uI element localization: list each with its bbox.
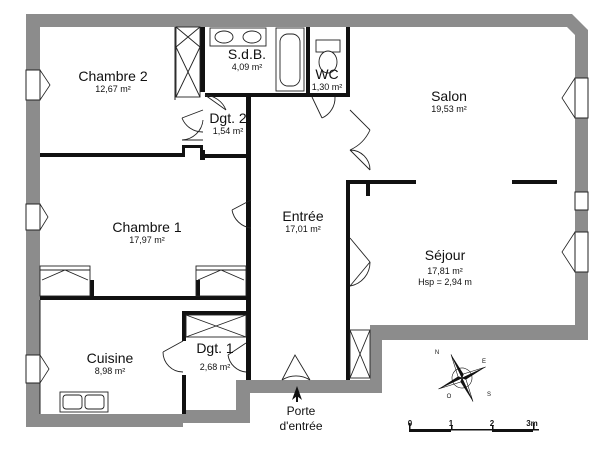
wall-sdb-bottom	[205, 93, 350, 97]
room-area: 1,54 m²	[212, 126, 244, 136]
compass-rose	[438, 354, 486, 402]
window-chambre2	[25, 69, 41, 101]
scale-tick-2: 2	[489, 419, 495, 428]
closet-dgt1	[185, 314, 247, 338]
thin-partitions	[39, 27, 176, 414]
room-entree: Entrée 17,01 m²	[282, 208, 323, 235]
compass-s-label: S	[486, 392, 492, 398]
room-dgt1: Dgt. 1 2,68 m²	[196, 340, 233, 373]
wall-salon-left	[346, 27, 350, 97]
window-sejour	[574, 231, 589, 273]
closets	[39, 26, 371, 379]
kitchen-sink-2	[84, 394, 105, 410]
room-sejour: Séjour 17,81 m² Hsp = 2,94 m	[418, 247, 472, 288]
room-name: Dgt. 2	[209, 110, 247, 126]
door-entree	[281, 354, 311, 381]
room-chambre2: Chambre 2 12,67 m²	[78, 68, 147, 95]
room-area: 17,01 m²	[285, 224, 321, 234]
toilet-bowl	[318, 50, 338, 74]
room-ceiling-height: Hsp = 2,94 m	[418, 277, 472, 287]
kitchen-sink-1	[62, 394, 83, 410]
room-name: Chambre 1	[112, 219, 182, 235]
entrance-label: Porte d'entrée	[280, 404, 323, 434]
room-salon: Salon 19,53 m²	[431, 88, 467, 115]
room-name: Salon	[431, 88, 467, 104]
room-area: 2,68 m²	[199, 362, 231, 372]
door-salon-2	[349, 149, 371, 171]
door-dgt2-sdb	[204, 94, 227, 111]
wall-dgt1-top	[183, 311, 251, 315]
wall-dgt1-left	[182, 311, 186, 341]
compass-o-label: O	[446, 394, 452, 400]
toilet-tank	[315, 39, 341, 53]
room-area: 8,98 m²	[94, 366, 126, 376]
room-cuisine: Cuisine 8,98 m²	[87, 350, 134, 377]
room-area: 19,53 m²	[431, 104, 467, 114]
door-salon-1	[349, 109, 371, 151]
closet-chambre1-right	[195, 265, 247, 297]
door-chambre1	[231, 199, 252, 229]
wall-chambre2-bottom	[40, 153, 183, 157]
entrance-arrow	[292, 386, 302, 402]
wall-chambre1-top	[200, 154, 250, 158]
wall-chambre1-bottom	[40, 296, 251, 300]
room-name: Séjour	[424, 247, 466, 263]
entrance-label-line2: d'entrée	[279, 419, 323, 433]
room-name: Chambre 2	[78, 68, 148, 84]
doors	[162, 94, 371, 381]
room-chambre1: Chambre 1 17,97 m²	[112, 219, 181, 246]
room-area: 4,09 m²	[231, 62, 263, 72]
room-wc: WC 1,30 m²	[312, 66, 343, 93]
room-name: WC	[315, 66, 339, 82]
compass-e-label: E	[481, 359, 487, 365]
room-name: Entrée	[282, 208, 324, 224]
kitchen-fixtures	[59, 391, 109, 413]
compass-n-label: N	[434, 350, 440, 356]
room-area: 17,81 m²	[427, 266, 463, 276]
door-sejour-1	[349, 237, 371, 287]
room-area: 17,97 m²	[129, 235, 165, 245]
room-sdb: S.d.B. 4,09 m²	[228, 46, 266, 73]
room-name: S.d.B.	[227, 46, 267, 62]
bathroom-fixtures	[209, 27, 341, 92]
door-dgt1	[227, 342, 247, 373]
window-cuisine	[25, 354, 41, 384]
room-dgt2: Dgt. 2 1,54 m²	[209, 110, 246, 137]
wall-sejour-left	[346, 180, 350, 380]
sink-2	[242, 30, 262, 44]
door-dgt2-chambre2	[181, 109, 204, 133]
door-cuisine	[162, 340, 184, 373]
wall-corridor-left	[246, 93, 251, 380]
scale-tick-0: 0	[407, 419, 413, 428]
wall-dgt2-right	[200, 27, 205, 92]
scale-tick-1: 1	[448, 419, 454, 428]
door-dgt2-chambre1	[181, 119, 204, 141]
closet-sejour	[349, 329, 371, 379]
door-sejour-2	[349, 261, 371, 287]
sink-1	[214, 30, 234, 44]
window-salon	[574, 77, 589, 119]
room-area: 12,67 m²	[95, 84, 131, 94]
closet-chambre1-left	[39, 265, 91, 297]
room-name: Dgt. 1	[196, 340, 234, 356]
window-chambre1	[25, 203, 41, 231]
interior-partitions	[40, 27, 557, 414]
entrance-label-line1: Porte	[286, 404, 316, 418]
scale-tick-3m: 3m	[526, 419, 538, 428]
closet-chambre2	[175, 26, 201, 98]
windows	[25, 69, 589, 384]
room-area: 1,30 m²	[311, 82, 343, 92]
room-name: Cuisine	[86, 350, 134, 366]
window-sashes	[39, 69, 576, 384]
window-salon-2	[574, 191, 589, 211]
wall-wc-left	[306, 27, 310, 97]
scale-bar	[409, 423, 539, 432]
door-wc	[311, 96, 336, 119]
